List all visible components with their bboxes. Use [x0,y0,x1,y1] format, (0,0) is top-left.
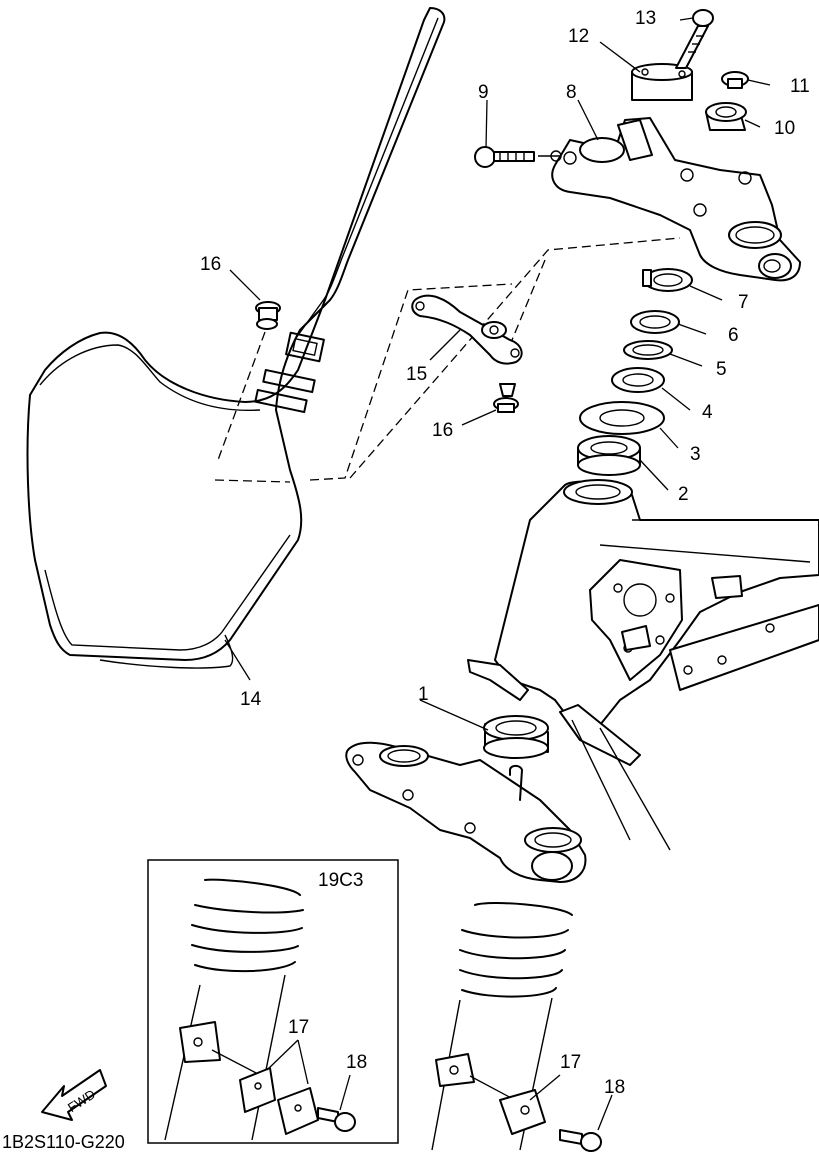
washer-7 [642,268,693,292]
fork-leg [431,902,613,1152]
callout-16-upper: 16 [200,254,221,275]
cap-11 [721,71,749,89]
cap-12 [631,63,693,101]
bracket-15 [411,294,523,413]
callouts: 1 2 3 4 5 6 7 8 9 10 11 12 13 14 15 16 1… [200,8,810,1098]
upper-bracket-8 [551,117,801,282]
callout-16-lower: 16 [432,420,453,441]
callout-7: 7 [738,292,749,313]
callout-10: 10 [774,118,795,139]
callout-4: 4 [702,402,713,423]
callout-12: 12 [568,26,589,47]
seal-3 [579,401,665,435]
ring-nut-6 [630,310,680,334]
callout-18-inset: 18 [346,1052,367,1073]
bearing-2 [577,435,641,476]
washer-5 [623,340,673,360]
callout-9: 9 [478,82,489,103]
bolt-13 [675,9,714,69]
callout-15: 15 [406,364,427,385]
callout-2: 2 [678,484,689,505]
callout-5: 5 [716,359,727,380]
callout-13: 13 [635,8,656,29]
callout-18-main: 18 [604,1077,625,1098]
frame [467,479,819,851]
callout-17-main: 17 [560,1052,581,1073]
callout-6: 6 [728,325,739,346]
ring-nut-4 [611,367,665,393]
callout-17-inset: 17 [288,1017,309,1038]
callout-leaders [224,17,771,731]
lower-bracket [345,741,587,883]
inset-box: 19C3 [147,859,399,1144]
callout-8: 8 [566,82,577,103]
bolt-9 [474,146,562,168]
drawing-code: 1B2S110-G220 [2,1132,125,1152]
inset-label: 19C3 [318,870,363,891]
number-plate [26,7,446,669]
bearing-1 [483,715,549,759]
screw-16-upper [217,301,281,461]
callout-3: 3 [690,444,701,465]
assembly-lines [214,237,681,483]
callout-11: 11 [790,76,810,97]
callout-14: 14 [240,689,262,710]
nut-10 [705,102,747,131]
callout-1: 1 [418,684,429,705]
fwd-arrow-icon: FWD [41,1069,107,1121]
